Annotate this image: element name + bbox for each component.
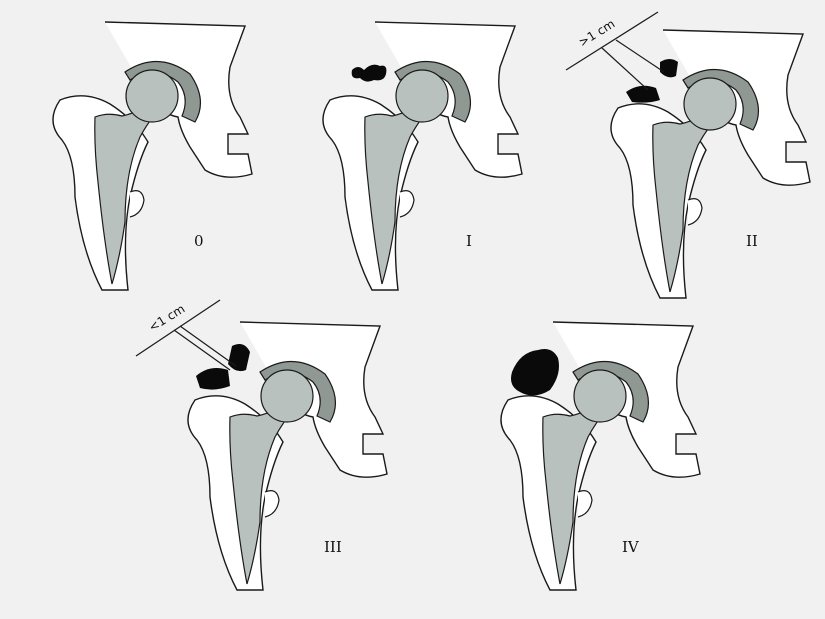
grade-label-IV: IV: [622, 538, 640, 556]
grade-label-0: 0: [194, 232, 204, 250]
grade-label-II: II: [746, 232, 758, 250]
grade-label-I: I: [466, 232, 472, 250]
grade-label-III: III: [324, 538, 342, 556]
